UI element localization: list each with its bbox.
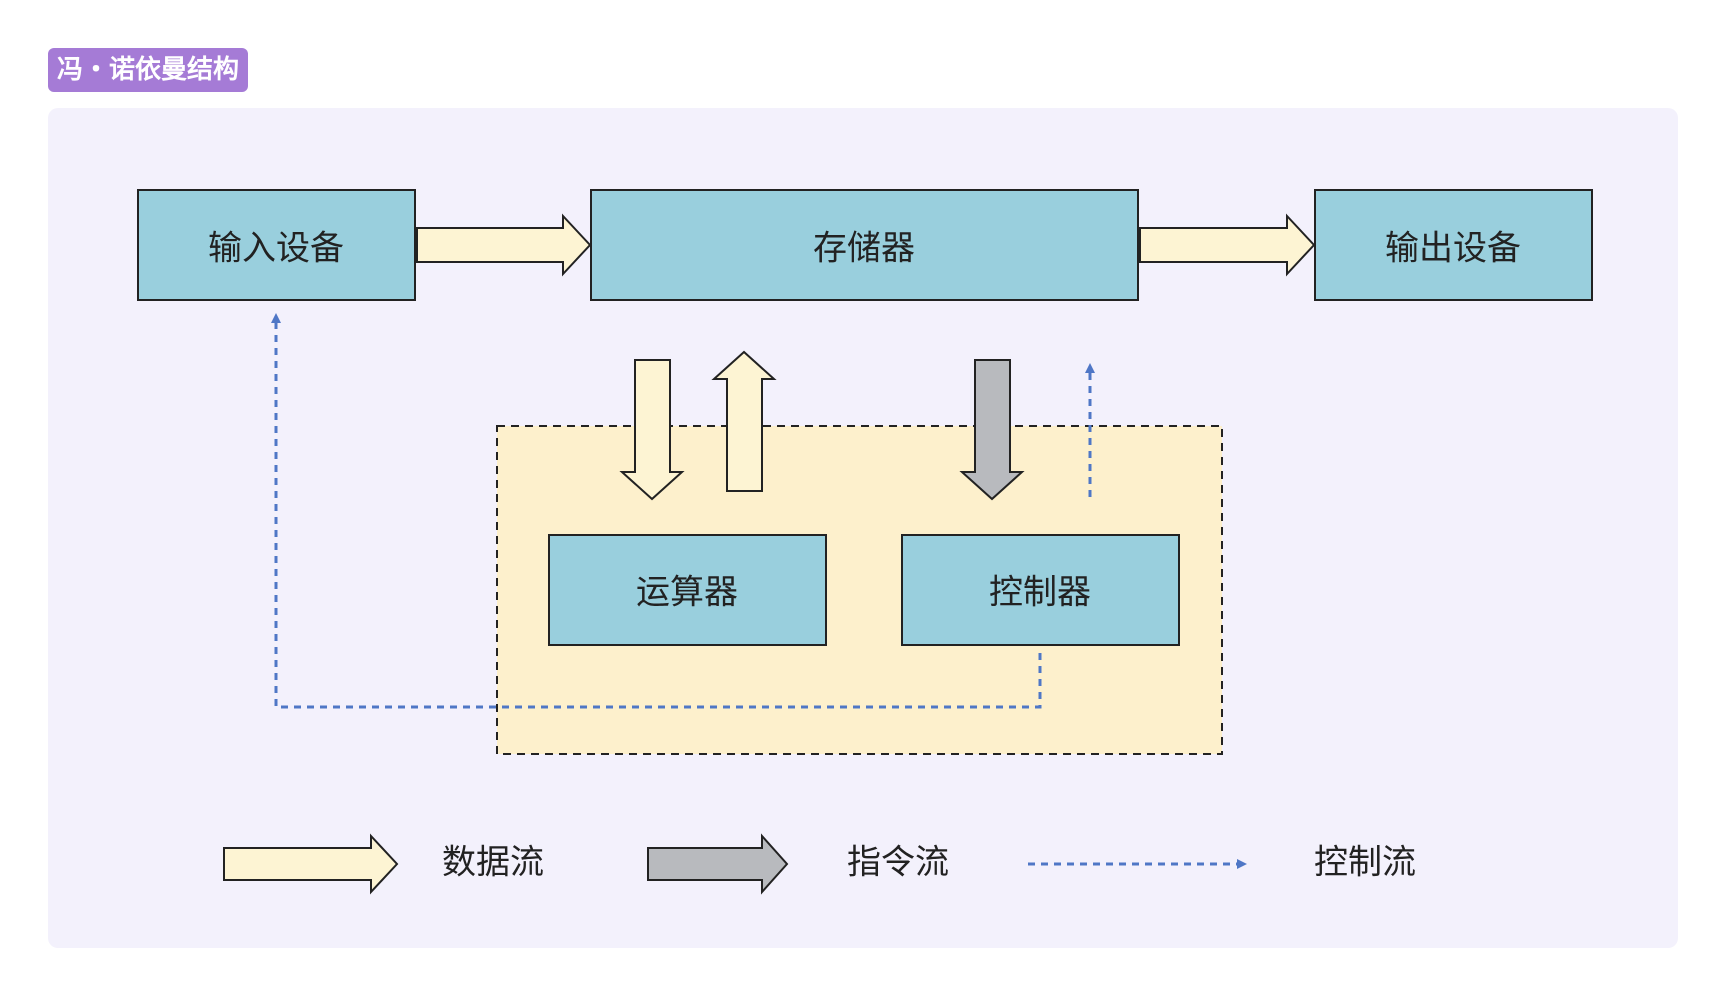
instruction-arrow-memory-to-controller — [959, 359, 1025, 501]
data-arrow-input-to-memory — [416, 213, 592, 277]
node-input-device-label: 输入设备 — [208, 229, 344, 269]
node-controller-label: 控制器 — [989, 573, 1091, 613]
control-line-controller-to-input — [271, 313, 1042, 709]
node-output-device: 输出设备 — [1314, 189, 1593, 301]
legend-control-flow-label: 控制流 — [1314, 843, 1416, 883]
node-alu: 运算器 — [548, 534, 827, 646]
legend-data-flow-label: 数据流 — [442, 843, 544, 883]
diagram-title: 冯・诺依曼结构 — [48, 48, 249, 92]
data-arrow-memory-to-output — [1139, 213, 1316, 277]
node-input-device: 输入设备 — [137, 189, 416, 301]
data-arrow-alu-to-memory — [711, 350, 777, 492]
legend: 数据流 指令流 控制流 — [223, 833, 1416, 895]
legend-instruction-flow-arrow — [647, 833, 789, 895]
data-arrow-memory-to-alu — [619, 359, 685, 501]
legend-data-flow-arrow — [223, 833, 399, 895]
node-memory-label: 存储器 — [813, 229, 915, 269]
node-controller: 控制器 — [901, 534, 1180, 646]
node-alu-label: 运算器 — [636, 573, 738, 613]
node-memory: 存储器 — [590, 189, 1139, 301]
node-output-device-label: 输出设备 — [1385, 229, 1521, 269]
legend-instruction-flow-label: 指令流 — [847, 843, 949, 883]
